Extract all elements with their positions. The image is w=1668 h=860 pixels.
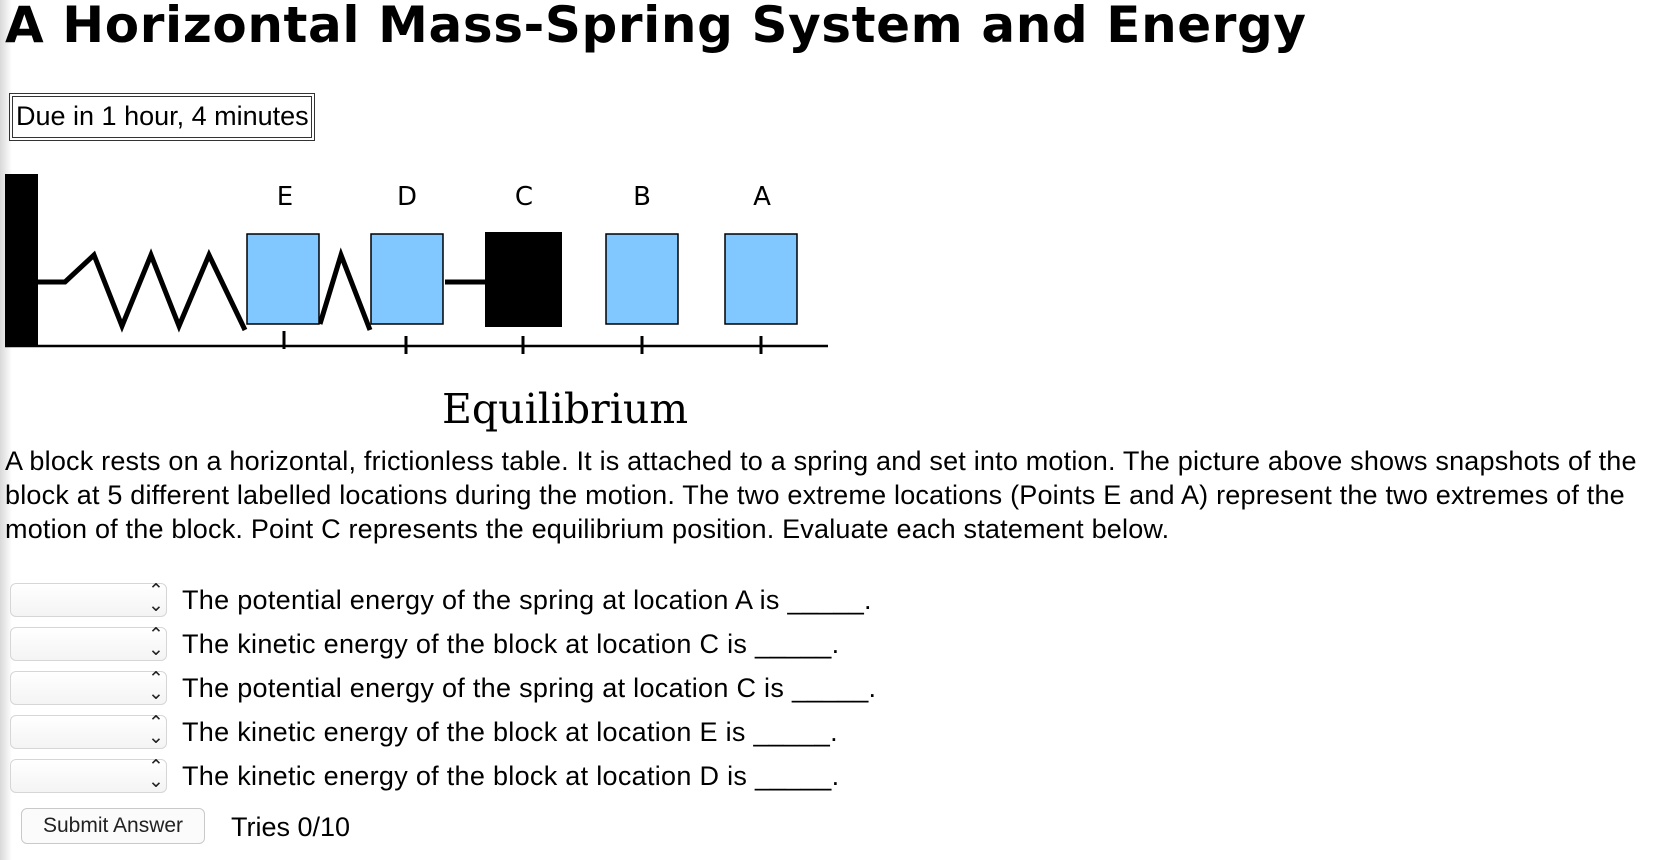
statement-row: ⌃⌄ The kinetic energy of the block at lo…	[10, 713, 1010, 751]
submit-answer-button[interactable]: Submit Answer	[21, 808, 205, 844]
spring-to-e	[38, 248, 248, 333]
block-a	[724, 233, 798, 325]
statement-text: The potential energy of the spring at lo…	[182, 673, 877, 703]
up-down-chevron-icon: ⌃⌄	[148, 757, 164, 792]
mass-spring-figure: E D C B A Equilibrium	[5, 174, 885, 444]
problem-description: A block rests on a horizontal, frictionl…	[5, 446, 1637, 544]
statement-row: ⌃⌄ The kinetic energy of the block at lo…	[10, 757, 1010, 795]
spring-e-to-d	[317, 247, 373, 331]
statement-text: The kinetic energy of the block at locat…	[182, 761, 840, 791]
statement-row: ⌃⌄ The kinetic energy of the block at lo…	[10, 625, 1010, 663]
up-down-chevron-icon: ⌃⌄	[148, 581, 164, 616]
label-b: B	[633, 182, 651, 212]
wall	[5, 174, 38, 346]
answer-select-5[interactable]: ⌃⌄	[10, 757, 167, 793]
due-date-text: Due in 1 hour, 4 minutes	[12, 96, 312, 138]
block-d	[370, 233, 444, 325]
up-down-chevron-icon: ⌃⌄	[148, 713, 164, 748]
statement-row: ⌃⌄ The potential energy of the spring at…	[10, 581, 1010, 619]
block-c-equilibrium	[485, 232, 562, 327]
statement-text: The potential energy of the spring at lo…	[182, 585, 872, 615]
label-a: A	[753, 182, 771, 212]
answer-select-3[interactable]: ⌃⌄	[10, 669, 167, 705]
equilibrium-label: Equilibrium	[442, 385, 689, 433]
label-d: D	[397, 182, 417, 212]
answer-select-2[interactable]: ⌃⌄	[10, 625, 167, 661]
block-e	[246, 233, 320, 325]
answer-select-1[interactable]: ⌃⌄	[10, 581, 167, 617]
statement-text: The kinetic energy of the block at locat…	[182, 629, 840, 659]
tries-counter: Tries 0/10	[231, 812, 351, 842]
label-e: E	[277, 182, 293, 212]
statement-row: ⌃⌄ The potential energy of the spring at…	[10, 669, 1010, 707]
statement-text: The kinetic energy of the block at locat…	[182, 717, 838, 747]
mass-spring-diagram: E D C B A	[5, 174, 828, 354]
due-date-box: Due in 1 hour, 4 minutes	[9, 93, 315, 141]
block-b	[605, 233, 679, 325]
page-title: A Horizontal Mass-Spring System and Ener…	[5, 0, 1307, 54]
up-down-chevron-icon: ⌃⌄	[148, 669, 164, 704]
label-c: C	[515, 182, 533, 212]
answer-select-4[interactable]: ⌃⌄	[10, 713, 167, 749]
up-down-chevron-icon: ⌃⌄	[148, 625, 164, 660]
